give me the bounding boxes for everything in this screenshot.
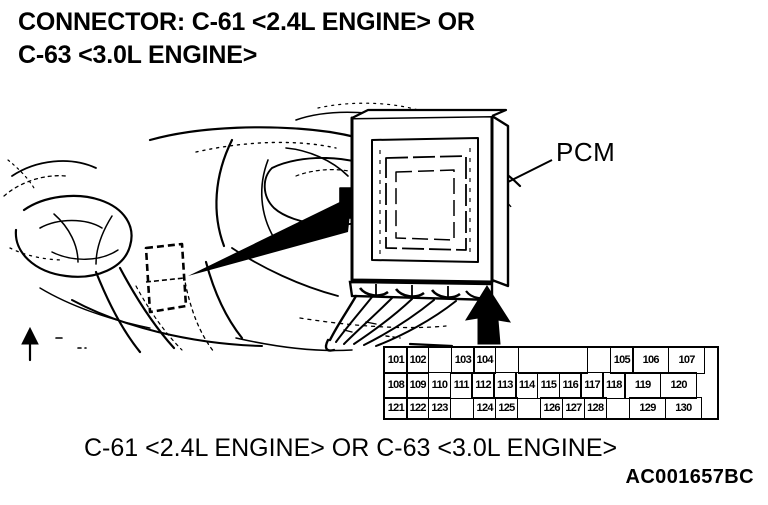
pin-cell[interactable]: 107 (667, 347, 706, 374)
pin-cell[interactable]: 120 (659, 372, 698, 399)
pin-cell[interactable]: 116 (558, 372, 582, 399)
pin-cell-keyway (518, 347, 589, 374)
pin-cell[interactable]: 105 (610, 347, 634, 374)
pin-cell-empty (588, 348, 611, 373)
pin-cell-empty (450, 398, 473, 418)
pin-cell-empty (496, 348, 519, 373)
pin-cell[interactable]: 121 (384, 397, 408, 419)
pin-cell[interactable]: 128 (583, 397, 607, 419)
pin-cell[interactable]: 114 (514, 372, 539, 399)
pin-cell[interactable]: 122 (406, 397, 430, 419)
pcm-leader-line (507, 159, 553, 183)
pin-cell[interactable]: 130 (664, 397, 703, 419)
pin-cell[interactable]: 103 (451, 347, 475, 374)
pcm-module (339, 108, 510, 288)
page-title-line-2: C-63 <3.0L ENGINE> (18, 41, 258, 69)
connector-pin-table: 101 102 103 104 105 106 107 108 109 110 … (383, 346, 719, 420)
pin-cell[interactable]: 108 (384, 372, 408, 399)
pin-cell[interactable]: 127 (561, 397, 586, 419)
pin-cell[interactable]: 126 (539, 397, 564, 419)
pcm-location-marker-detail (145, 277, 185, 283)
pcm-label: PCM (556, 137, 616, 167)
pin-cell[interactable]: 104 (472, 347, 497, 374)
figure-caption: C-61 <2.4L ENGINE> OR C-63 <3.0L ENGINE> (84, 434, 618, 462)
pin-cell[interactable]: 117 (580, 372, 604, 399)
wire-harness (324, 294, 457, 352)
pin-row: 121 122 123 124 125 126 127 128 129 130 (384, 397, 717, 419)
pin-cell[interactable]: 123 (427, 397, 452, 419)
pin-cell[interactable]: 109 (406, 372, 430, 399)
pin-cell[interactable]: 102 (406, 347, 430, 374)
pin-cell[interactable]: 101 (384, 347, 408, 374)
page-title: CONNECTOR: C-61 <2.4L ENGINE> OR C-63 <3… (18, 6, 718, 72)
pin-cell[interactable]: 118 (602, 372, 626, 399)
pin-row: 101 102 103 104 105 106 107 (384, 347, 717, 374)
pin-cell-empty (606, 398, 629, 418)
pin-row: 108 109 110 111 112 113 114 115 116 117 … (384, 372, 717, 399)
pin-cell[interactable]: 113 (493, 372, 517, 399)
pin-cell[interactable]: 110 (427, 372, 452, 399)
pin-cell[interactable]: 125 (494, 397, 519, 419)
pin-cell[interactable]: 129 (628, 397, 667, 419)
pin-cell-empty (429, 348, 452, 373)
pin-cell[interactable]: 106 (631, 347, 670, 374)
page-title-line-1: CONNECTOR: C-61 <2.4L ENGINE> OR (18, 8, 475, 36)
pcm-location-marker (144, 242, 188, 314)
part-number: AC001657BC (625, 466, 754, 488)
connector-pointer-arrow (464, 285, 512, 345)
callout-wedge-pointer (188, 196, 352, 276)
pin-cell[interactable]: 111 (449, 372, 473, 399)
pin-cell[interactable]: 124 (472, 397, 497, 419)
pin-cell[interactable]: 119 (623, 372, 662, 399)
pin-cell-empty (517, 398, 540, 418)
pin-cell[interactable]: 112 (471, 372, 495, 399)
pin-cell[interactable]: 115 (536, 372, 561, 399)
